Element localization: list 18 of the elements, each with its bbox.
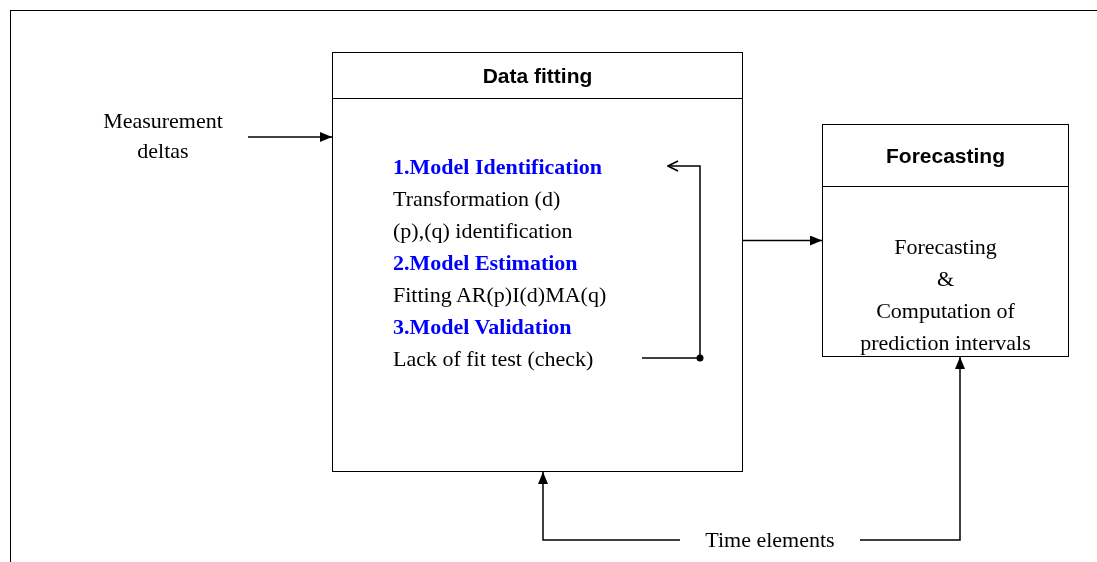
step-heading: 3.Model Validation bbox=[393, 313, 573, 341]
box-heading: Data fitting bbox=[333, 53, 742, 99]
step-detail: Fitting AR(p)I(d)MA(q) bbox=[393, 281, 608, 309]
step-detail: Lack of fit test (check) bbox=[393, 345, 595, 373]
process-box bbox=[332, 52, 743, 472]
step-heading: 2.Model Estimation bbox=[393, 249, 579, 277]
step-heading: 1.Model Identification bbox=[393, 153, 603, 181]
arrow bbox=[538, 471, 681, 541]
arrow bbox=[742, 235, 823, 246]
step-detail: Transformation (d) bbox=[393, 185, 562, 213]
arrow bbox=[247, 132, 333, 142]
body-text: Computation of prediction intervals bbox=[859, 297, 1032, 357]
box-heading: Forecasting bbox=[823, 125, 1068, 187]
step-detail: (p),(q) identification bbox=[393, 217, 574, 245]
process-box bbox=[822, 124, 1069, 357]
arrow bbox=[859, 356, 965, 541]
body-text: & bbox=[935, 265, 956, 293]
body-text: Forecasting bbox=[893, 233, 998, 261]
